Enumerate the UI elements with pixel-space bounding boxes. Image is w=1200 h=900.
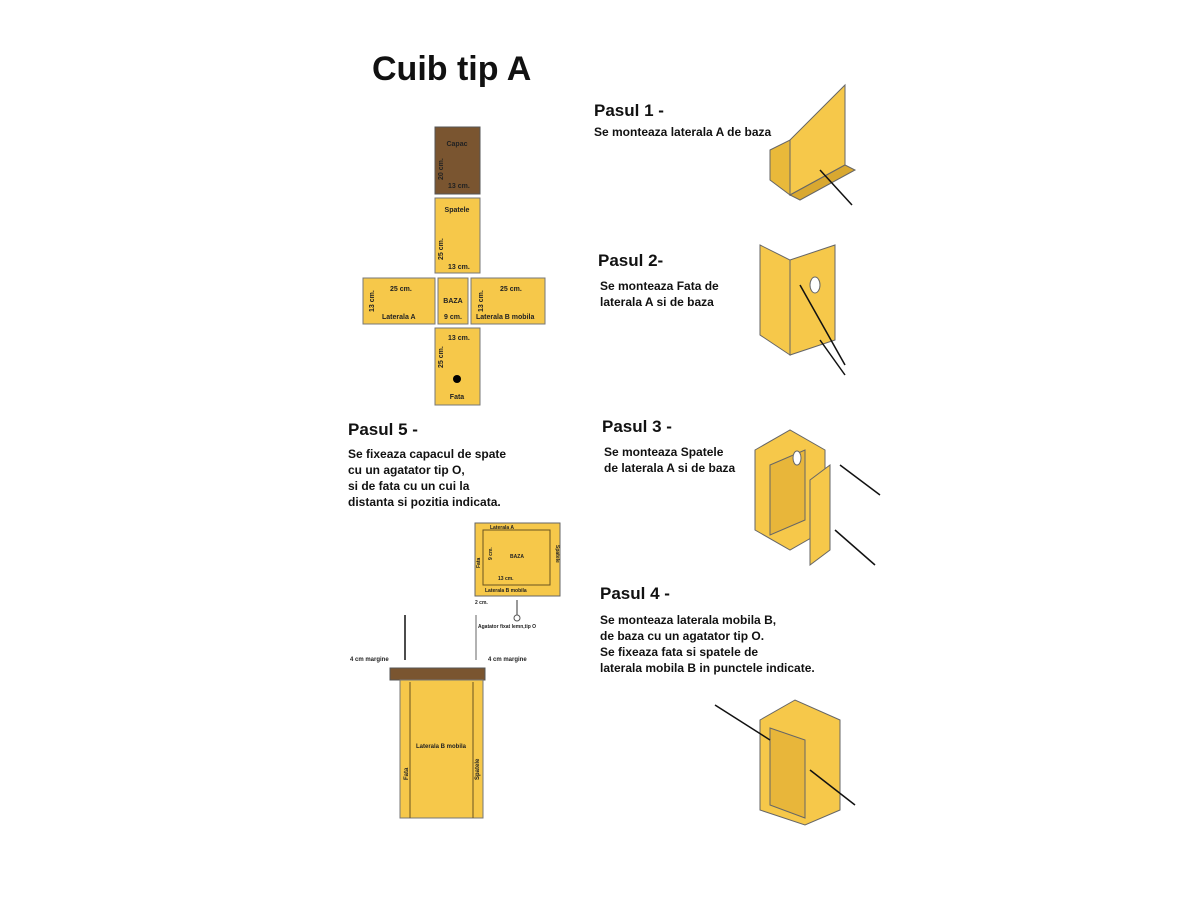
step-3-illustration [754,429,881,566]
step-2-illustration [759,244,846,376]
step-5-label: Pasul 5 - [348,420,418,439]
fata-label: Fata [450,394,465,401]
top-baza-label: BAZA [510,554,524,560]
left-margin-label: 4 cm margine [350,657,389,663]
capac-height: 20 cm. [438,158,445,180]
capac-panel [434,126,481,195]
step-2-label: Pasul 2- [598,251,664,270]
top-fata-label: Fata [476,558,482,569]
right-margin-label: 4 cm margine [488,657,527,663]
step-5-top-view: Laterala A BAZA 13 cm. 9 cm. Fata Spatel… [474,522,561,630]
step-4-illustration [714,699,856,826]
step-1-text: Se monteaza laterala A de baza [594,125,772,139]
step-2-text: Se monteaza Fata de laterala A si de baz… [600,279,719,309]
spatele-label: Spatele [445,207,470,214]
laterala-a-label: Laterala A [382,314,416,321]
laterala-a-panel [362,277,436,325]
spatele-panel [434,197,481,274]
laterala-b-width: 13 cm. [478,290,485,312]
top-lateral-b-label: Laterala B mobila [485,588,527,594]
step-1-label: Pasul 1 - [594,101,664,120]
baza-label: BAZA [443,298,462,305]
step-3-text: Se monteaza Spatele de laterala A si de … [604,445,736,475]
laterala-a-length: 25 cm. [390,286,412,293]
net-diagram: Capac 13 cm. 20 cm. Spatele 13 cm. 25 cm… [362,126,546,406]
top-13cm: 13 cm. [498,576,514,582]
spatele-width: 13 cm. [448,264,470,271]
laterala-a-width: 13 cm. [369,290,376,312]
baza-panel [437,277,469,325]
front-spatele-label: Spatele [475,758,481,780]
spatele-height: 25 cm. [438,238,445,260]
top-9cm: 9 cm. [488,547,494,560]
laterala-b-panel [470,277,546,325]
step-4-text: Se monteaza laterala mobila B, de baza c… [600,613,815,675]
page-title: Cuib tip A [372,50,532,88]
top-2cm: 2 cm. [475,600,488,606]
top-lateral-a-label: Laterala A [490,525,514,531]
fata-panel [434,327,481,406]
front-lateral-b-label: Laterala B mobila [416,744,467,750]
step-5-front-view: 4 cm margine 4 cm margine Laterala B mob… [350,615,527,819]
front-fata-label: Fata [404,767,410,780]
step-4-label: Pasul 4 - [600,584,670,603]
capac-width: 13 cm. [448,183,470,190]
step-1-illustration [769,83,857,206]
top-spatele-label: Spatele [554,545,560,563]
capac-label: Capac [446,141,467,148]
entry-hole [453,375,461,383]
hanger-label: Agatator fixat lemn,tip O [478,624,536,630]
baza-width: 9 cm. [444,314,462,321]
lid [389,667,486,681]
fata-height: 25 cm. [438,346,445,368]
fata-width: 13 cm. [448,335,470,342]
step-5-text: Se fixeaza capacul de spate cu un agatat… [348,447,507,509]
step-3-label: Pasul 3 - [602,417,672,436]
laterala-b-label: Laterala B mobila [476,314,534,321]
laterala-b-length: 25 cm. [500,286,522,293]
